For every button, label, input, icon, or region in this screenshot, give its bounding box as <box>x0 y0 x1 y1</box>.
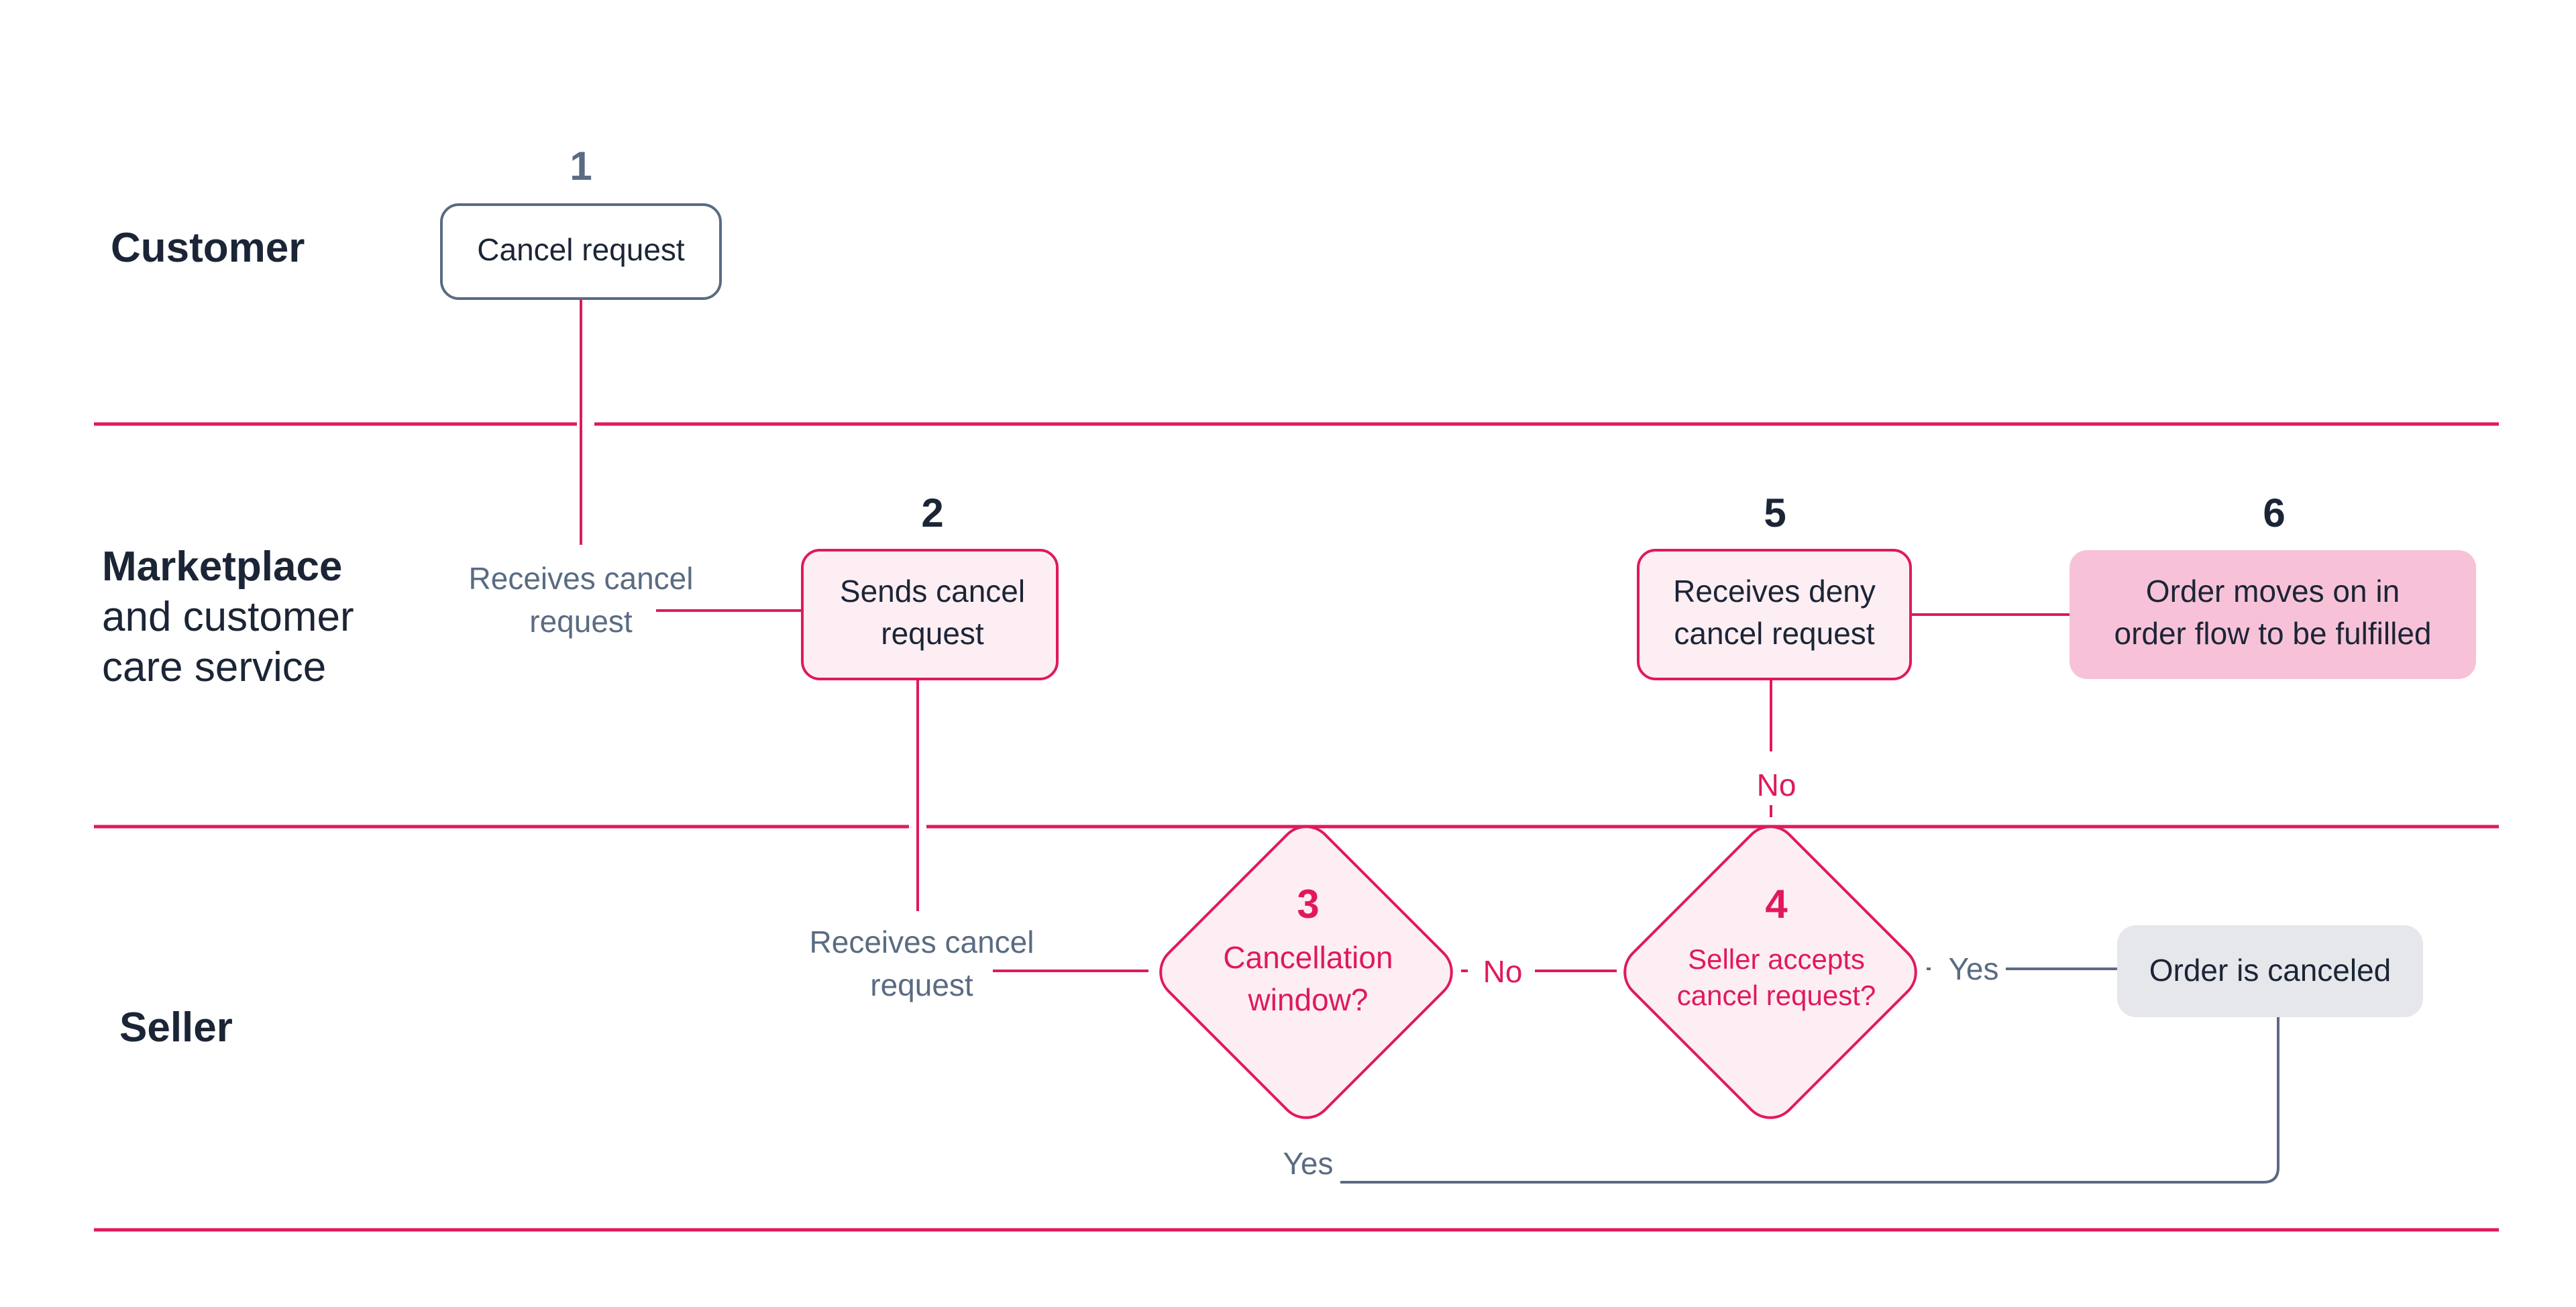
step-3-number: 3 <box>1297 882 1319 927</box>
canceled-label: Order is canceled <box>2149 953 2392 988</box>
step-4-number: 4 <box>1765 882 1788 927</box>
step-2-label-1: Sends cancel <box>840 574 1025 609</box>
receive-label-marketplace-2: request <box>529 604 633 639</box>
receive-label-marketplace-1: Receives cancel <box>469 561 694 596</box>
step-5-label-1: Receives deny <box>1673 574 1876 609</box>
no-label-accept: No <box>1757 768 1796 802</box>
step-5-label-2: cancel request <box>1674 616 1874 651</box>
step-6-number: 6 <box>2263 490 2285 535</box>
lane-label-marketplace-3: care service <box>102 644 326 690</box>
canceled-box[interactable] <box>2117 925 2423 1017</box>
step-3-label-2: window? <box>1248 982 1368 1017</box>
step-6-label-2: order flow to be fulfilled <box>2114 616 2431 651</box>
step-4-diamond[interactable] <box>1614 816 1927 1129</box>
step-5-box[interactable] <box>1637 549 1912 680</box>
receive-label-seller-2: request <box>870 968 973 1002</box>
step-3-diamond[interactable] <box>1150 816 1463 1129</box>
lane-label-marketplace: Marketplace <box>102 543 342 590</box>
step-6-label-1: Order moves on in <box>2146 574 2400 609</box>
step-4-label-2: cancel request? <box>1677 980 1876 1011</box>
no-label-window: No <box>1483 954 1523 989</box>
lane-label-customer: Customer <box>111 225 305 271</box>
step-4-label-1: Seller accepts <box>1688 943 1865 975</box>
step-1-label: Cancel request <box>477 232 685 267</box>
line-gap-1 <box>577 419 594 429</box>
step-1-box[interactable] <box>440 203 722 300</box>
step-2-box[interactable] <box>801 549 1059 680</box>
step-2-label-2: request <box>881 616 984 651</box>
step-2-number: 2 <box>921 490 943 535</box>
step-5-number: 5 <box>1764 490 1786 535</box>
connector-canceled-to-yes <box>1340 1017 2279 1184</box>
lane-label-marketplace-2: and customer <box>102 594 354 640</box>
step-6-box[interactable] <box>2070 550 2476 679</box>
step-3-label-1: Cancellation <box>1223 940 1393 975</box>
lane-label-seller: Seller <box>119 1004 233 1051</box>
yes-label-window: Yes <box>1283 1146 1333 1181</box>
step-1-number: 1 <box>570 144 592 189</box>
receive-label-seller-1: Receives cancel <box>810 925 1034 959</box>
yes-label-accept: Yes <box>1948 951 1998 986</box>
